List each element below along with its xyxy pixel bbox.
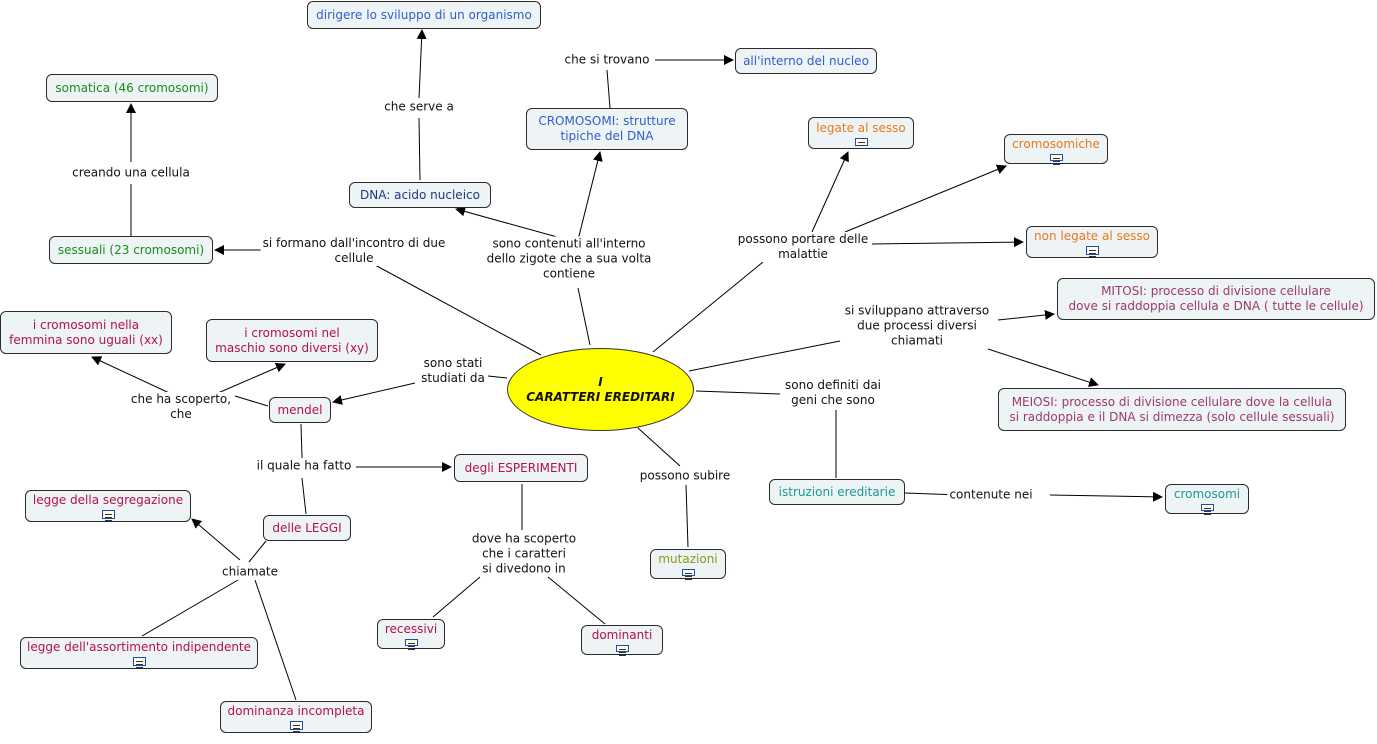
link-label-che-si-trovano: che si trovano	[562, 52, 652, 68]
document-icon[interactable]	[854, 138, 868, 146]
node-legate-sesso[interactable]: legate al sesso	[808, 117, 914, 149]
node-label: legge dell'assortimento indipendente	[27, 640, 252, 654]
node-cromosomiche[interactable]: cromosomiche	[1004, 134, 1108, 164]
node-esperimenti[interactable]: degli ESPERIMENTI	[454, 454, 588, 482]
node-assortimento[interactable]: legge dell'assortimento indipendente	[20, 637, 258, 669]
node-cromosomi[interactable]: cromosomi	[1165, 484, 1249, 514]
document-icon[interactable]	[132, 657, 146, 666]
node-cromosomi-strutture[interactable]: CROMOSOMI: strutture tipiche del DNA	[526, 108, 688, 150]
node-istruzioni[interactable]: istruzioni ereditarie	[769, 479, 905, 505]
node-label: i cromosomi nella femmina sono uguali (x…	[9, 317, 163, 347]
link-label-creando: creando una cellula	[70, 165, 192, 181]
node-leggi[interactable]: delle LEGGI	[263, 515, 351, 541]
node-label: sessuali (23 cromosomi)	[57, 242, 205, 257]
link-label-si-formano: si formano dall'incontro di due cellule	[260, 236, 448, 266]
node-label: legate al sesso	[816, 121, 906, 135]
document-icon[interactable]	[615, 645, 629, 652]
node-label: MEIOSI: processo di divisione cellulare …	[1009, 394, 1335, 424]
node-label: cromosomi	[1173, 487, 1241, 501]
node-mutazioni[interactable]: mutazioni	[650, 549, 726, 579]
link-label-si-sviluppano: si sviluppano attraverso due processi di…	[842, 303, 992, 349]
link-label-che-ha-scoperto: che ha scoperto, che	[128, 392, 234, 422]
node-label: DNA: acido nucleico	[360, 187, 480, 202]
node-label: mutazioni	[658, 552, 718, 566]
node-dominanti[interactable]: dominanti	[581, 625, 663, 655]
node-interno-nucleo[interactable]: all'interno del nucleo	[735, 48, 877, 74]
node-label: dominanti	[591, 628, 653, 642]
link-label-il-quale: il quale ha fatto	[254, 458, 354, 474]
document-icon[interactable]	[289, 721, 303, 730]
node-segregazione[interactable]: legge della segregazione	[25, 490, 191, 522]
link-label-sono-stati: sono stati studiati da	[419, 356, 487, 386]
node-maschio[interactable]: i cromosomi nel maschio sono diversi (xy…	[206, 319, 378, 362]
link-label-possono-subire: possono subire	[637, 468, 733, 484]
node-meiosi[interactable]: MEIOSI: processo di divisione cellulare …	[998, 388, 1346, 431]
node-femmina[interactable]: i cromosomi nella femmina sono uguali (x…	[0, 311, 172, 354]
node-recessivi[interactable]: recessivi	[377, 619, 445, 649]
node-dominanza[interactable]: dominanza incompleta	[220, 701, 372, 733]
link-label-che-serve-a: che serve a	[382, 99, 456, 115]
document-icon[interactable]	[1049, 154, 1063, 161]
node-label: degli ESPERIMENTI	[464, 460, 578, 475]
document-icon[interactable]	[101, 510, 115, 519]
center-node-caratteri-ereditari[interactable]: I CARATTERI EREDITARI	[507, 348, 694, 431]
node-label: dirigere lo sviluppo di un organismo	[316, 7, 532, 22]
node-somatica[interactable]: somatica (46 cromosomi)	[46, 74, 218, 102]
link-label-chiamate: chiamate	[219, 564, 281, 580]
node-label: CROMOSOMI: strutture tipiche del DNA	[538, 114, 676, 143]
node-label: istruzioni ereditarie	[778, 484, 896, 499]
document-icon[interactable]	[404, 639, 418, 646]
node-label: MITOSI: processo di divisione cellulare …	[1068, 284, 1364, 313]
link-label-sono-definiti: sono definiti dai geni che sono	[782, 378, 884, 408]
node-label: i cromosomi nel maschio sono diversi (xy…	[215, 325, 369, 355]
link-label-sono-contenuti: sono contenuti all'interno dello zigote …	[484, 236, 654, 282]
link-label-dove-ha-scoperto: dove ha scoperto che i caratteri si dive…	[469, 531, 579, 577]
link-label-contenute-nei: contenute nei	[947, 487, 1035, 503]
node-mitosi[interactable]: MITOSI: processo di divisione cellulare …	[1057, 278, 1375, 320]
document-icon[interactable]	[681, 569, 695, 576]
link-label-possono-portare: possono portare delle malattie	[735, 232, 871, 262]
node-sessuali[interactable]: sessuali (23 cromosomi)	[49, 236, 213, 264]
node-label: delle LEGGI	[272, 520, 342, 535]
node-label: all'interno del nucleo	[743, 53, 869, 68]
node-label: non legate al sesso	[1034, 229, 1150, 243]
node-non-legate[interactable]: non legate al sesso	[1026, 226, 1158, 258]
document-icon[interactable]	[1085, 246, 1099, 255]
node-label: cromosomiche	[1012, 137, 1100, 151]
node-dna[interactable]: DNA: acido nucleico	[349, 182, 491, 208]
node-mendel[interactable]: mendel	[269, 397, 331, 423]
document-icon[interactable]	[1200, 504, 1214, 511]
node-label: recessivi	[384, 622, 438, 636]
node-label: somatica (46 cromosomi)	[55, 80, 209, 95]
node-dirigere[interactable]: dirigere lo sviluppo di un organismo	[307, 1, 541, 29]
node-label: legge della segregazione	[32, 493, 184, 507]
node-label: dominanza incompleta	[227, 704, 365, 718]
node-label: mendel	[277, 402, 323, 417]
